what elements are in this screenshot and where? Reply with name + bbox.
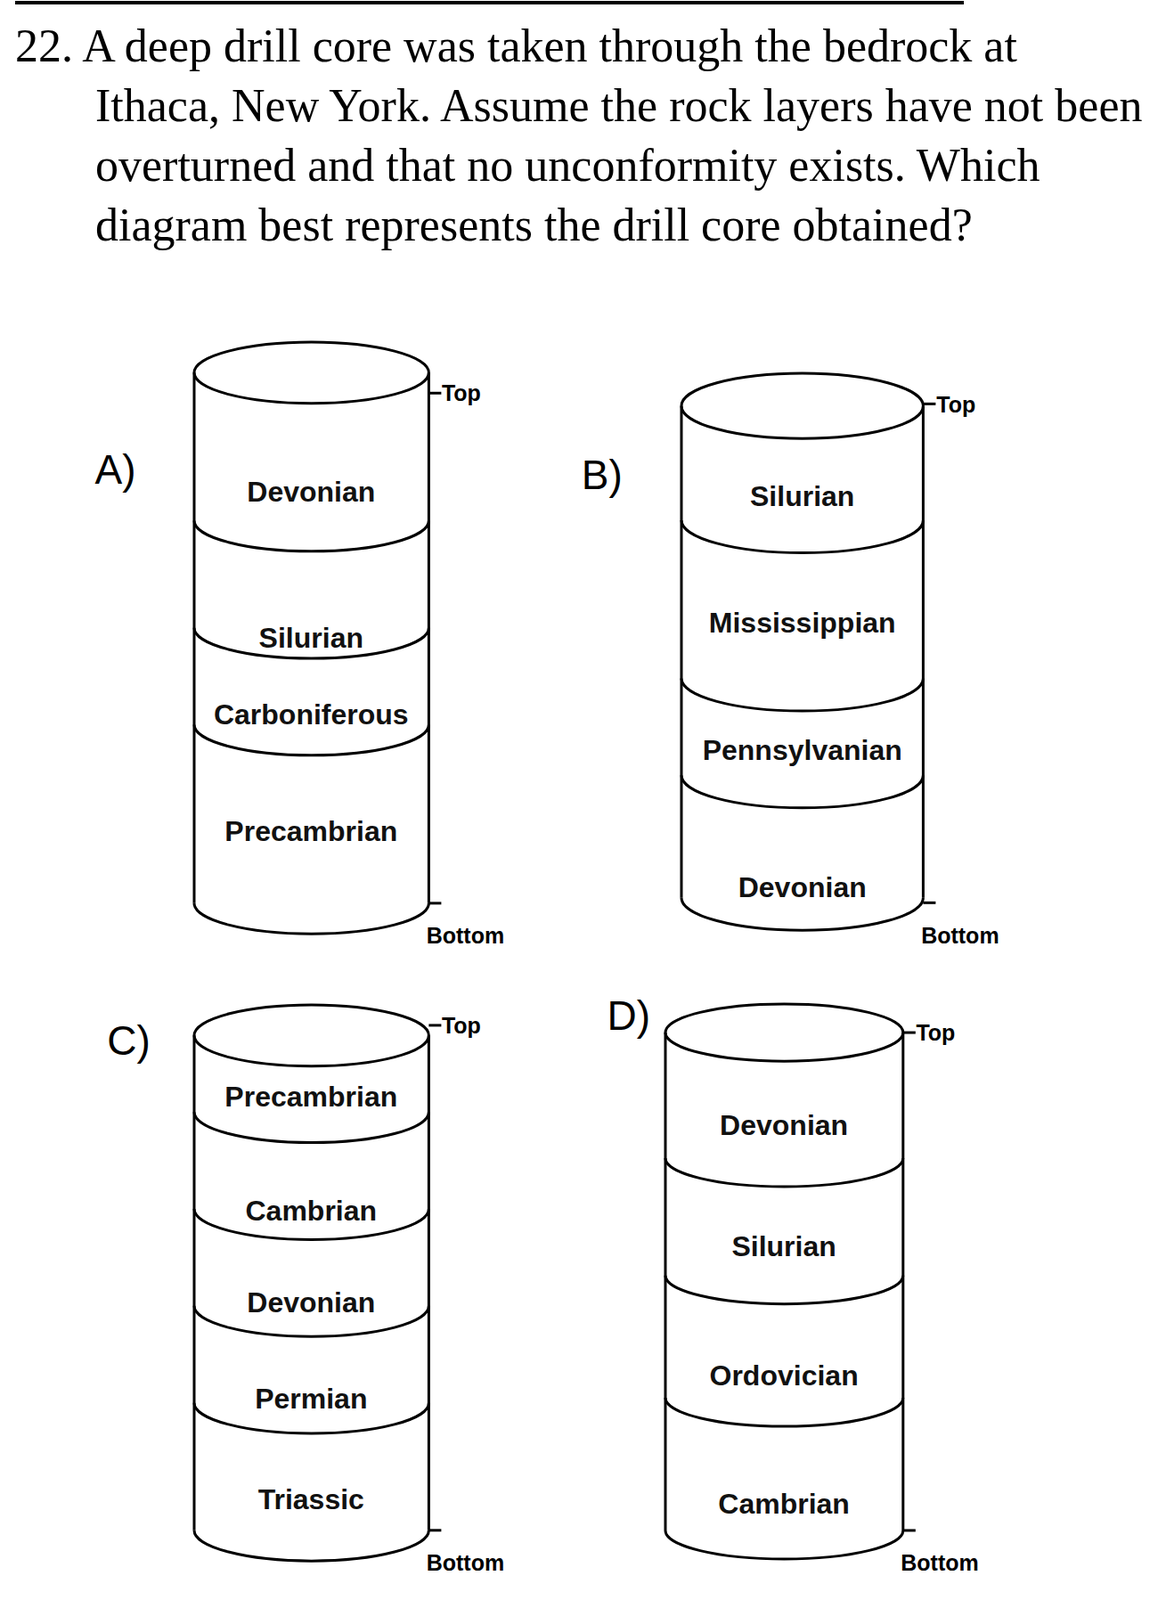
rock-layer: Silurian [194, 520, 429, 628]
layer-name: Triassic [176, 1483, 447, 1517]
core-side [192, 1035, 196, 1530]
choice-letter: D) [606, 991, 651, 1040]
top-rule-line [15, 0, 964, 5]
layer-boundary [681, 678, 923, 712]
layer-name: Devonian [647, 1108, 922, 1142]
question-text: 22. A deep drill core was taken through … [15, 16, 1151, 255]
rock-layer: Precambrian [194, 1066, 429, 1113]
bottom-tick [428, 901, 441, 905]
rock-layer: Silurian [665, 1157, 904, 1276]
choice-letter: A) [95, 445, 137, 494]
core-bottom [665, 1530, 904, 1559]
layer-boundary [681, 520, 923, 554]
rock-layer: Devonian [194, 1208, 429, 1306]
drill-core: D)DevonianSilurianOrdovicianCambrian [665, 1003, 904, 1559]
core-side [426, 1035, 430, 1530]
top-rule [0, 0, 1166, 9]
bottom-tick [922, 901, 936, 905]
layer-boundary [665, 1275, 904, 1305]
layer-name: Silurian [647, 1230, 922, 1264]
top-tick [428, 391, 441, 394]
core-outline [681, 373, 923, 930]
core-side [921, 406, 925, 898]
drill-core: B)SilurianMississippianPennsylvanianDevo… [681, 373, 923, 930]
bottom-label: Bottom [900, 1549, 979, 1576]
bottom-label: Bottom [921, 922, 999, 949]
core-bottom [194, 903, 429, 934]
rock-layer: Silurian [681, 438, 923, 521]
rock-layer: Triassic [194, 1402, 429, 1531]
bottom-tick [428, 1528, 441, 1532]
drill-core: A)DevonianSilurianCarboniferousPrecambri… [194, 342, 429, 934]
layer-name: Cambrian [176, 1194, 447, 1228]
top-tick [428, 1023, 441, 1027]
bottom-label: Bottom [426, 1549, 505, 1576]
rock-layer: Devonian [194, 402, 429, 521]
layer-name: Cambrian [647, 1487, 922, 1521]
layer-name: Precambrian [176, 815, 447, 848]
top-label: Top [915, 1019, 955, 1045]
layer-name: Carboniferous [176, 697, 447, 731]
layer-name: Devonian [663, 871, 941, 905]
core-outline [665, 1003, 904, 1559]
bottom-tick [903, 1528, 916, 1532]
core-top [665, 1003, 904, 1061]
rock-layer: Precambrian [194, 724, 429, 903]
layer-boundary [665, 1397, 904, 1427]
core-bottom [194, 1530, 429, 1561]
rock-layer: Cambrian [665, 1397, 904, 1531]
rock-layer: Devonian [681, 774, 923, 897]
rock-layer: Cambrian [194, 1111, 429, 1209]
top-label: Top [441, 379, 482, 406]
core-top [194, 342, 429, 404]
layer-name: Ordovician [647, 1358, 922, 1392]
layer-name: Silurian [176, 620, 447, 654]
rock-layer: Devonian [665, 1060, 904, 1158]
choice-letter: C) [106, 1016, 151, 1065]
top-label: Top [936, 391, 976, 417]
layer-boundary [665, 1157, 904, 1187]
layer-name: Permian [176, 1382, 447, 1416]
core-side [680, 406, 684, 898]
choice-letter: B) [581, 450, 623, 499]
layer-name: Silurian [663, 479, 941, 513]
rock-layer: Permian [194, 1305, 429, 1403]
core-top [194, 1004, 429, 1067]
layer-boundary [194, 520, 429, 551]
bottom-label: Bottom [426, 922, 505, 949]
core-side [192, 372, 196, 903]
rock-layer: Carboniferous [194, 627, 429, 725]
layer-name: Precambrian [176, 1080, 447, 1114]
layer-name: Mississippian [663, 605, 941, 639]
layer-boundary [194, 1111, 429, 1142]
rock-layer: Pennsylvanian [681, 678, 923, 776]
rock-layer: Ordovician [665, 1275, 904, 1398]
top-tick [922, 402, 936, 406]
core-top [681, 373, 923, 439]
layer-boundary [681, 774, 923, 808]
core-side [426, 372, 430, 903]
layer-name: Devonian [176, 1286, 447, 1320]
layer-name: Pennsylvanian [663, 733, 941, 767]
rock-layer: Mississippian [681, 520, 923, 679]
drill-core: C)PrecambrianCambrianDevonianPermianTria… [194, 1004, 429, 1561]
top-tick [903, 1030, 916, 1034]
layer-name: Devonian [176, 474, 447, 508]
top-label: Top [441, 1011, 482, 1038]
